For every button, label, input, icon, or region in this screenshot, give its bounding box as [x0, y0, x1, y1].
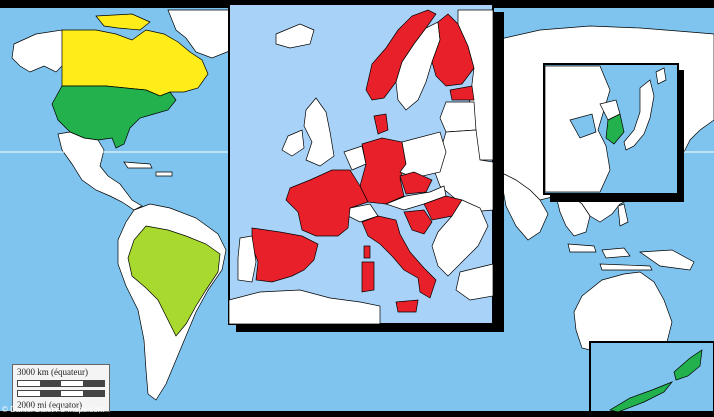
country-croatia	[403, 209, 433, 235]
north-africa	[228, 289, 381, 325]
canadian-arctic-islands	[95, 13, 151, 31]
iceland	[275, 23, 315, 49]
country-south-korea	[605, 113, 625, 145]
scale-bar-mi	[17, 390, 105, 397]
country-estonia	[449, 85, 475, 101]
country-spain	[251, 227, 319, 283]
new-zealand-inset	[589, 341, 714, 413]
philippines	[617, 203, 629, 227]
japan	[623, 67, 667, 151]
country-norway	[365, 9, 437, 101]
credit-text: © Daniel Dalet / d-maps.com	[2, 405, 105, 414]
country-portugal	[237, 235, 257, 283]
alaska	[11, 29, 67, 73]
country-finland	[431, 13, 475, 87]
country-new-zealand	[609, 349, 703, 413]
south-asia	[499, 171, 549, 241]
east-asia-inset	[543, 63, 684, 202]
europe-inset	[228, 3, 504, 332]
scale-bar-km	[17, 380, 105, 387]
united-kingdom	[303, 97, 335, 167]
turkey	[455, 263, 494, 301]
country-poland	[399, 131, 447, 179]
ireland	[281, 129, 305, 157]
indonesia	[567, 243, 695, 271]
yellow-sea	[569, 113, 597, 139]
country-denmark	[373, 113, 389, 135]
country-brazil	[127, 225, 221, 337]
balkans	[431, 199, 489, 277]
map-scale: 3000 km (équateur) 2000 mi (equator)	[12, 364, 110, 412]
sardinia	[361, 261, 375, 293]
scale-km-label: 3000 km (équateur)	[17, 367, 88, 377]
caribbean	[123, 161, 173, 177]
country-france	[285, 169, 369, 237]
country-czech-republic	[399, 171, 433, 195]
scale-mi-label: 2000 mi (equator)	[17, 400, 82, 410]
sicily	[395, 299, 419, 313]
baltic-states	[439, 101, 477, 133]
austria-slovakia	[384, 185, 447, 211]
country-germany	[359, 137, 407, 205]
corsica	[363, 245, 371, 259]
country-italy	[361, 215, 437, 299]
